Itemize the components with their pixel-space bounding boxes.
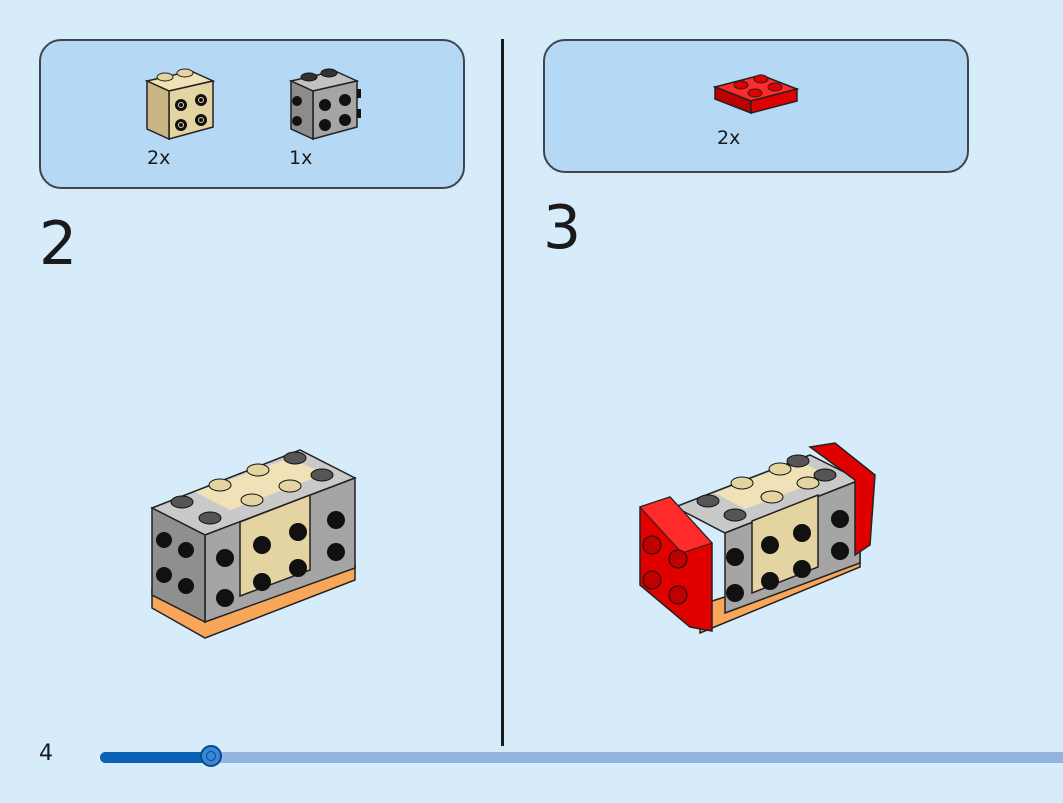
step-2-assembly-illustration [150,449,357,639]
progress-track [100,752,1063,763]
page-number: 4 [39,741,53,766]
part-qty-red-plate: 2x [717,127,741,149]
step-number-2: 2 [39,209,78,279]
red-plate-icon [712,74,800,115]
step-3-assembly-illustration [639,442,876,635]
progress-knob [200,745,222,767]
parts-callout-step-3: 2x [543,39,969,173]
tan-brick-icon [144,68,216,141]
part-qty-tan-brick: 2x [147,147,171,169]
part-qty-grey-brick: 1x [289,147,313,169]
parts-callout-step-2: 2x 1x [39,39,465,189]
step-divider [501,39,504,746]
grey-brick-icon [288,68,361,141]
step-number-3: 3 [543,193,582,263]
progress-fill [100,752,211,763]
